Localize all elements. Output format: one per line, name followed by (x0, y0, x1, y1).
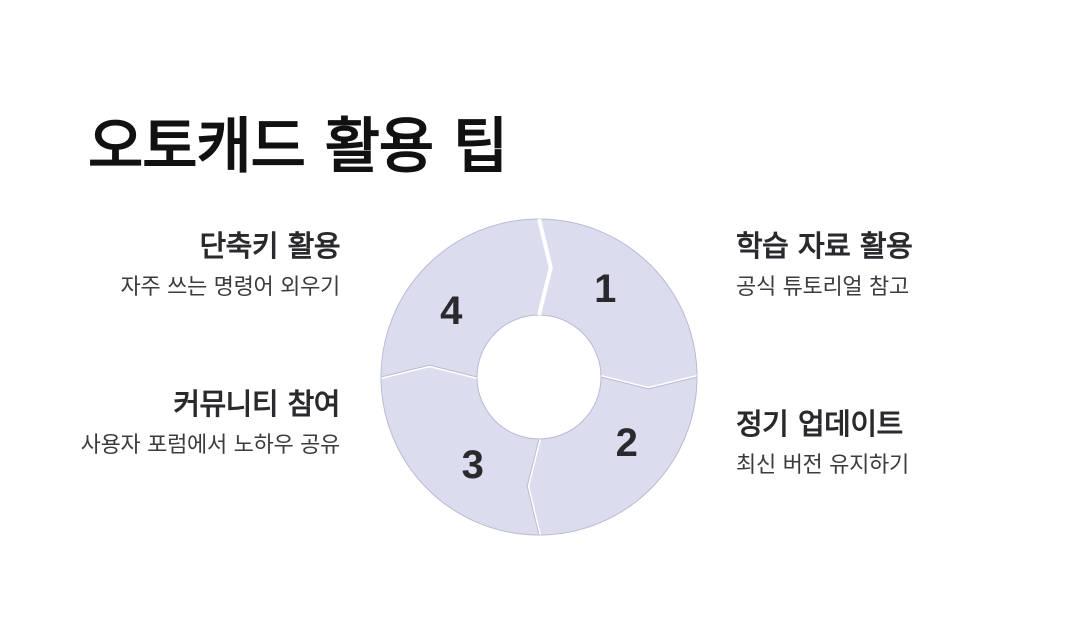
step-1-description: 자주 쓰는 명령어 외우기 (120, 275, 341, 300)
cycle-segment-4 (380, 218, 552, 378)
step-4-heading: 커뮤니티 참여 (173, 387, 340, 421)
cycle-diagram: 1 2 3 4 (380, 218, 698, 536)
cycle-segment-1 (538, 218, 698, 390)
cycle-separator-4 (537, 218, 553, 316)
cycle-number-4: 4 (440, 289, 463, 333)
step-1-block: 단축키 활용 자주 쓰는 명령어 외우기 (80, 226, 341, 309)
cycle-labels: 1 2 3 4 (440, 267, 638, 487)
step-2-description: 공식 튜토리얼 참고 (736, 275, 909, 300)
step-4-block: 커뮤니티 참여 사용자 포럼에서 노하우 공유 (80, 384, 341, 467)
step-4-description: 사용자 포럼에서 노하우 공유 (80, 433, 341, 458)
step-3-block: 정기 업데이트 최신 버전 유지하기 (736, 404, 996, 487)
step-1-heading: 단축키 활용 (199, 229, 341, 263)
page-title: 오토캐드 활용 팁 (88, 112, 508, 182)
step-2-block: 학습 자료 활용 공식 튜토리얼 참고 (736, 226, 996, 309)
step-3-description: 최신 버전 유지하기 (736, 453, 909, 478)
cycle-segment-2 (526, 376, 698, 536)
step-2-heading: 학습 자료 활용 (736, 229, 913, 263)
cycle-number-1: 1 (594, 267, 616, 311)
cycle-number-2: 2 (616, 421, 638, 465)
cycle-number-3: 3 (462, 443, 484, 487)
cycle-segment-3 (380, 364, 540, 536)
cycle-segments (380, 218, 698, 536)
step-3-heading: 정기 업데이트 (736, 407, 903, 441)
